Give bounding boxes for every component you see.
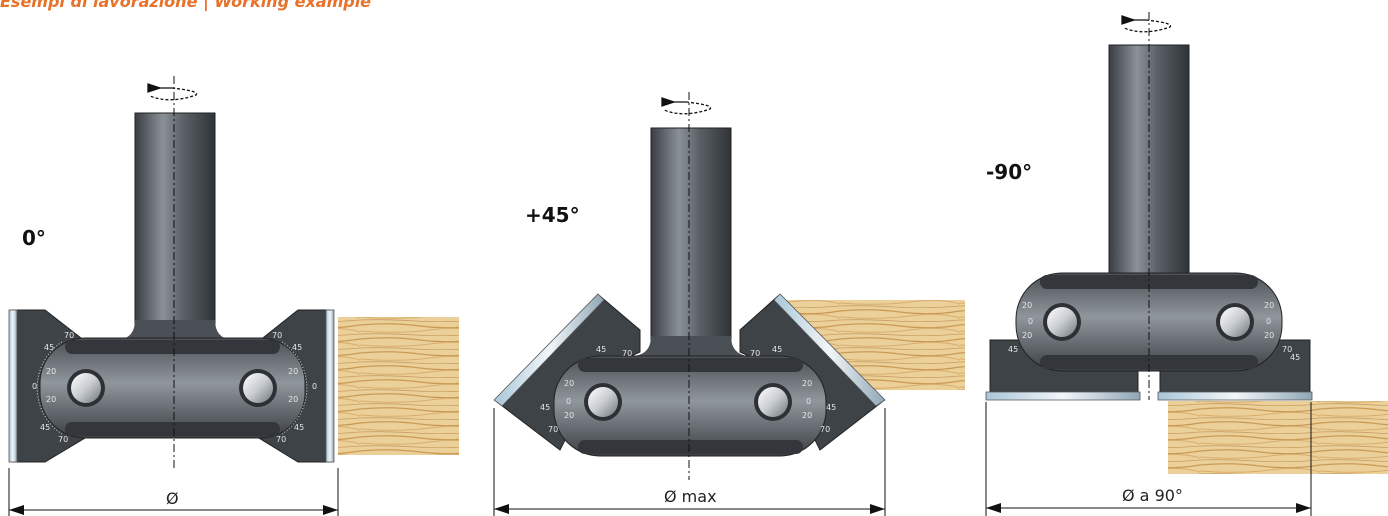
figure-0-deg: 70 45 20 0 20 45 70 70 45 20 0 20 45 70: [8, 76, 459, 516]
cutter-body: [39, 337, 306, 439]
cutter-body: [553, 355, 827, 457]
scale-label: 20: [802, 379, 812, 388]
scale-label: 45: [40, 423, 50, 432]
wood-workpiece: [780, 300, 965, 390]
blade-right: [325, 309, 335, 463]
scale-label: 45: [44, 343, 54, 352]
scale-label: 20: [1264, 331, 1274, 340]
blade-left: [8, 309, 18, 463]
scale-label: 20: [564, 411, 574, 420]
scale-label: 20: [288, 395, 298, 404]
shaft: [650, 127, 732, 355]
scale-label: 70: [548, 425, 558, 434]
scale-label: 45: [1008, 345, 1018, 354]
scale-label: 70: [276, 435, 286, 444]
wood-workpiece: [338, 317, 459, 455]
scale-label: 70: [64, 331, 74, 340]
angle-label-0: 0°: [22, 226, 46, 250]
scale-label: 45: [540, 403, 550, 412]
scale-label: 20: [46, 367, 56, 376]
scale-label: 45: [826, 403, 836, 412]
scale-label: 45: [294, 423, 304, 432]
dimension-label-diameter-90: Ø a 90°: [1122, 486, 1183, 505]
scale-label: 0: [566, 397, 571, 406]
blade-left: [985, 391, 1141, 401]
scale-label: 45: [596, 345, 606, 354]
scale-label: 20: [1264, 301, 1274, 310]
angle-label-45: +45°: [525, 203, 580, 227]
scale-label: 20: [1022, 331, 1032, 340]
scale-label: 70: [820, 425, 830, 434]
figure-45-deg: 45 70 20 0 20 45 70 70 45 20 0 20 45 70: [493, 92, 965, 516]
scale-label: 20: [1022, 301, 1032, 310]
scale-label: 0: [1028, 317, 1033, 326]
rotation-arrow-icon: [1121, 15, 1172, 33]
dimension-label-diameter: Ø: [166, 489, 179, 508]
scale-label: 45: [1290, 353, 1300, 362]
scale-label: 20: [802, 411, 812, 420]
blade-right: [1157, 391, 1313, 401]
scale-label: 20: [46, 395, 56, 404]
scale-label: 70: [58, 435, 68, 444]
scale-label: 45: [292, 343, 302, 352]
rotation-arrow-icon: [147, 83, 198, 101]
scale-label: 70: [1282, 345, 1292, 354]
scale-label: 70: [750, 349, 760, 358]
angle-label-90: -90°: [986, 160, 1033, 184]
dimension-label-diameter-max: Ø max: [664, 487, 717, 506]
wood-workpiece: [1168, 401, 1388, 474]
rotation-arrow-icon: [661, 97, 712, 115]
section-title: Esempi di lavorazione | Working example: [0, 0, 372, 11]
scale-label: 0: [1266, 317, 1271, 326]
scale-label: 0: [806, 397, 811, 406]
shaft: [134, 112, 216, 339]
scale-label: 70: [272, 331, 282, 340]
scale-label: 0: [312, 382, 317, 391]
scale-label: 0: [32, 382, 37, 391]
scale-label: 20: [564, 379, 574, 388]
scale-label: 20: [288, 367, 298, 376]
scale-label: 70: [622, 349, 632, 358]
scale-label: 45: [772, 345, 782, 354]
figure-minus-90-deg: 20 0 20 45 20 0 20 70 45: [985, 12, 1388, 516]
blade-left: [493, 293, 605, 407]
blade-right: [773, 293, 886, 407]
